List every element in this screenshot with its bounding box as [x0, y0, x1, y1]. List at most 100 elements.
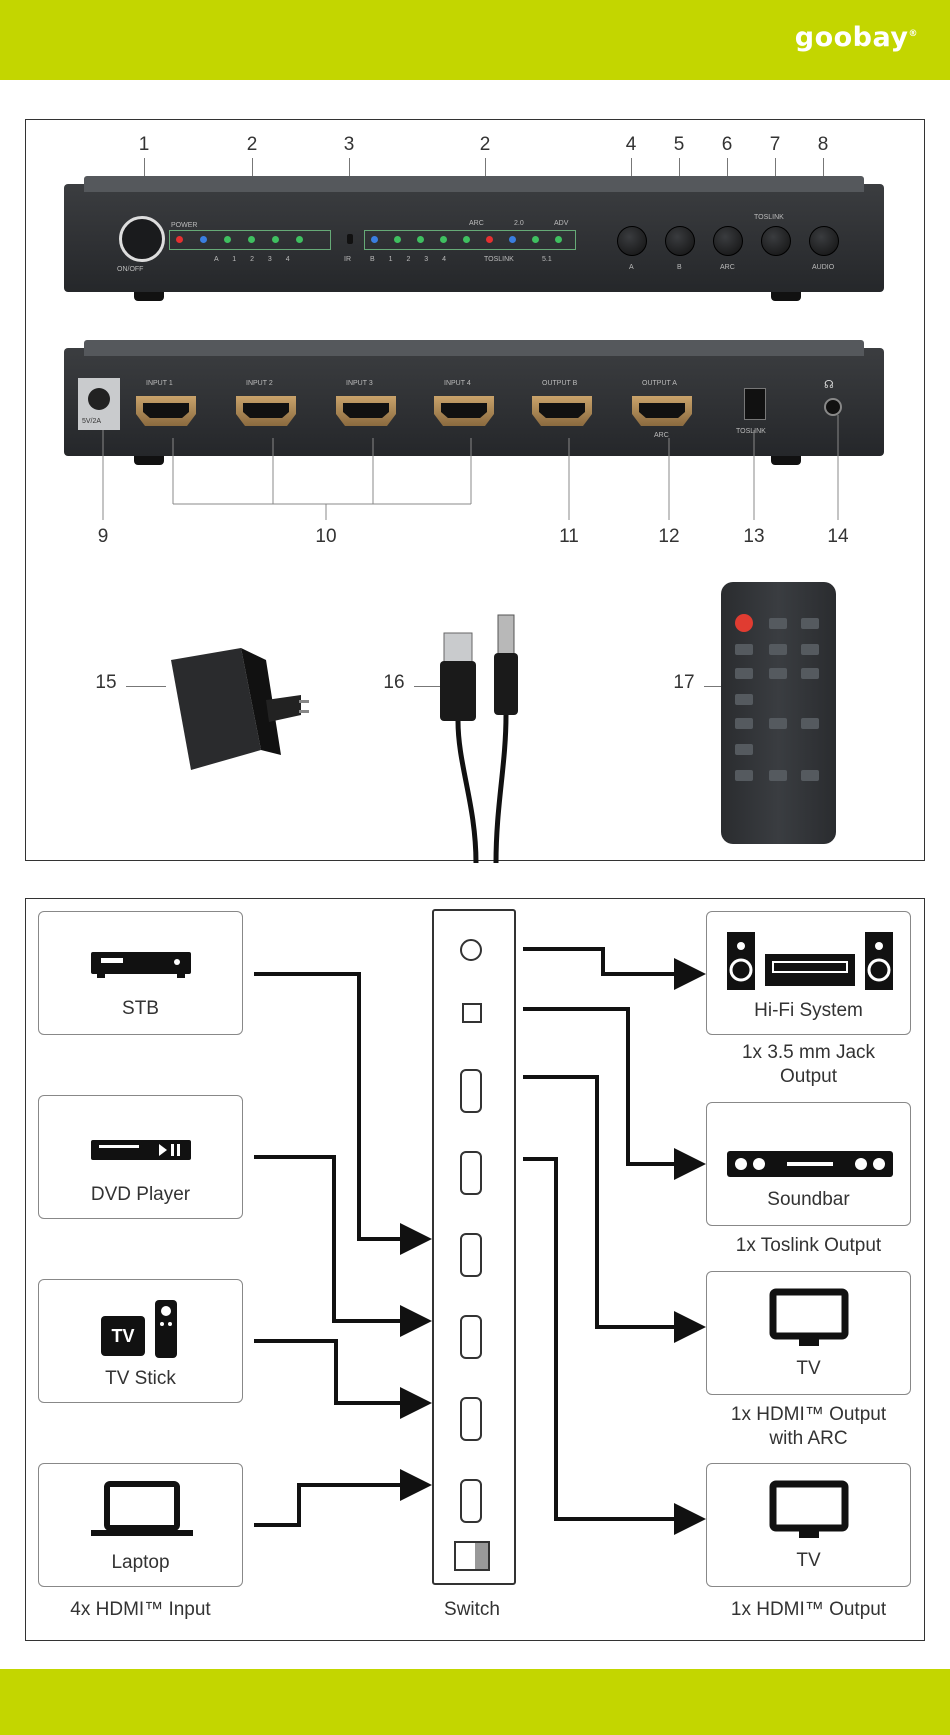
tv-stick-label: TV Stick [105, 1368, 176, 1389]
tv-arc-caption-2: with ARC [769, 1428, 848, 1449]
callout-8: 8 [817, 134, 829, 155]
output-tv-arc: TV [706, 1271, 911, 1395]
callout-16: 16 [383, 672, 405, 693]
hifi-system-icon [727, 932, 893, 990]
led-numbers-right: B 1 2 3 4 [370, 256, 447, 263]
rear-toslink-label: TOSLINK [736, 428, 766, 435]
source-dvd-player: DVD Player [38, 1095, 243, 1219]
hdmi-output-b [532, 396, 592, 426]
connection-lines [254, 947, 706, 1535]
btn-a-label: A [629, 264, 634, 271]
switch-hdmi-input-3 [460, 1315, 482, 1359]
switch-audio-jack [460, 939, 482, 961]
dvd-player-label: DVD Player [90, 1184, 191, 1205]
switch-caption: Switch [444, 1599, 500, 1620]
callout-12: 12 [658, 526, 680, 547]
toslink-port [744, 388, 766, 420]
callout-lines-bottom [102, 415, 839, 520]
adv-label: ADV [554, 220, 569, 227]
callout-13: 13 [743, 526, 765, 547]
ch51-label: 5.1 [542, 256, 552, 263]
tv-arc-caption-1: 1x HDMI™ Output [730, 1404, 887, 1425]
toslink-led-label: TOSLINK [484, 256, 514, 263]
switch-hdmi-output-a [460, 1069, 482, 1113]
led-group-right [364, 230, 576, 250]
power-adapter-image [171, 648, 309, 770]
switch-rear-view: 5V/2A INPUT 1 INPUT 2 INPUT 3 INPUT 4 OU… [64, 340, 884, 456]
btn-toslink-label: TOSLINK [754, 214, 784, 221]
output-tv: TV [706, 1463, 911, 1587]
button-audio [809, 226, 839, 256]
button-a [617, 226, 647, 256]
soundbar-caption: 1x Toslink Output [735, 1235, 882, 1256]
laptop-label: Laptop [111, 1552, 170, 1573]
laptop-icon [91, 1481, 193, 1536]
callout-2b: 2 [479, 134, 491, 155]
dvd-player-icon [91, 1140, 191, 1160]
source-stb: STB [38, 911, 243, 1035]
goobay-logo: goobay® [794, 22, 918, 53]
tv-arc-label: TV [796, 1358, 821, 1379]
switch-hdmi-input-4 [460, 1233, 482, 1277]
tv-label: TV [796, 1550, 821, 1571]
callout-6: 6 [721, 134, 733, 155]
button-arc [713, 226, 743, 256]
callout-17: 17 [673, 672, 695, 693]
outputa-label: OUTPUT A [642, 380, 677, 387]
switch-front-view: ON/OFF POWER A 1 2 3 4 IR ARC 2.0 ADV B … [64, 176, 884, 292]
button-b [665, 226, 695, 256]
ir-sensor [347, 234, 353, 244]
switch-hdmi-input-2 [460, 1397, 482, 1441]
hdmi-input-4 [434, 396, 494, 426]
arc-label: ARC [469, 220, 484, 227]
stb-label: STB [122, 998, 159, 1019]
ch20-label: 2.0 [514, 220, 524, 227]
btn-arc-label: ARC [720, 264, 735, 271]
tv-stick-icon: TV [101, 1316, 145, 1356]
soundbar-label: Soundbar [767, 1189, 850, 1210]
output-hifi-system: Hi-Fi System [706, 911, 911, 1035]
input1-label: INPUT 1 [146, 380, 173, 387]
source-laptop: Laptop [38, 1463, 243, 1587]
tv-icon [769, 1480, 849, 1538]
stb-icon [91, 952, 191, 978]
power-label: POWER [171, 222, 198, 229]
switch-dc-jack [454, 1541, 490, 1571]
rear-arc-label: ARC [654, 432, 669, 439]
hifi-system-label: Hi-Fi System [754, 1000, 863, 1021]
sources-caption: 4x HDMI™ Input [70, 1599, 211, 1620]
input3-label: INPUT 3 [346, 380, 373, 387]
header-band: goobay® [0, 0, 950, 80]
callout-10: 10 [315, 526, 337, 547]
btn-audio-label: AUDIO [812, 264, 835, 271]
callout-4: 4 [625, 134, 637, 155]
hifi-caption-2: Output [779, 1066, 838, 1087]
usb-dc-cable-image [440, 614, 518, 863]
footer-band [0, 1669, 950, 1735]
led-group-left [169, 230, 331, 250]
switch-toslink-port [462, 1003, 482, 1023]
tv-remote-icon [155, 1300, 177, 1358]
callout-5: 5 [673, 134, 685, 155]
audio-jack [824, 398, 842, 416]
source-tv-stick: TV TV Stick [38, 1279, 243, 1403]
onoff-label: ON/OFF [117, 266, 144, 273]
callout-1: 1 [138, 134, 150, 155]
callout-2: 2 [246, 134, 258, 155]
outputb-label: OUTPUT B [542, 380, 578, 387]
dc-jack: 5V/2A [78, 378, 120, 430]
hdmi-input-1 [136, 396, 196, 426]
callout-7: 7 [769, 134, 781, 155]
hardware-overview-panel: 1 2 3 2 4 5 6 7 8 ON/OFF POWER A 1 2 3 4… [25, 119, 925, 863]
soundbar-icon [727, 1151, 893, 1177]
output-soundbar: Soundbar [706, 1102, 911, 1226]
callout-15: 15 [95, 672, 117, 693]
callout-11: 11 [559, 526, 579, 547]
ir-label: IR [344, 256, 351, 263]
callout-14: 14 [827, 526, 849, 547]
power-button [119, 216, 165, 262]
hdmi-input-3 [336, 396, 396, 426]
input2-label: INPUT 2 [246, 380, 273, 387]
hdmi-input-2 [236, 396, 296, 426]
hifi-caption-1: 1x 3.5 mm Jack [741, 1042, 876, 1063]
